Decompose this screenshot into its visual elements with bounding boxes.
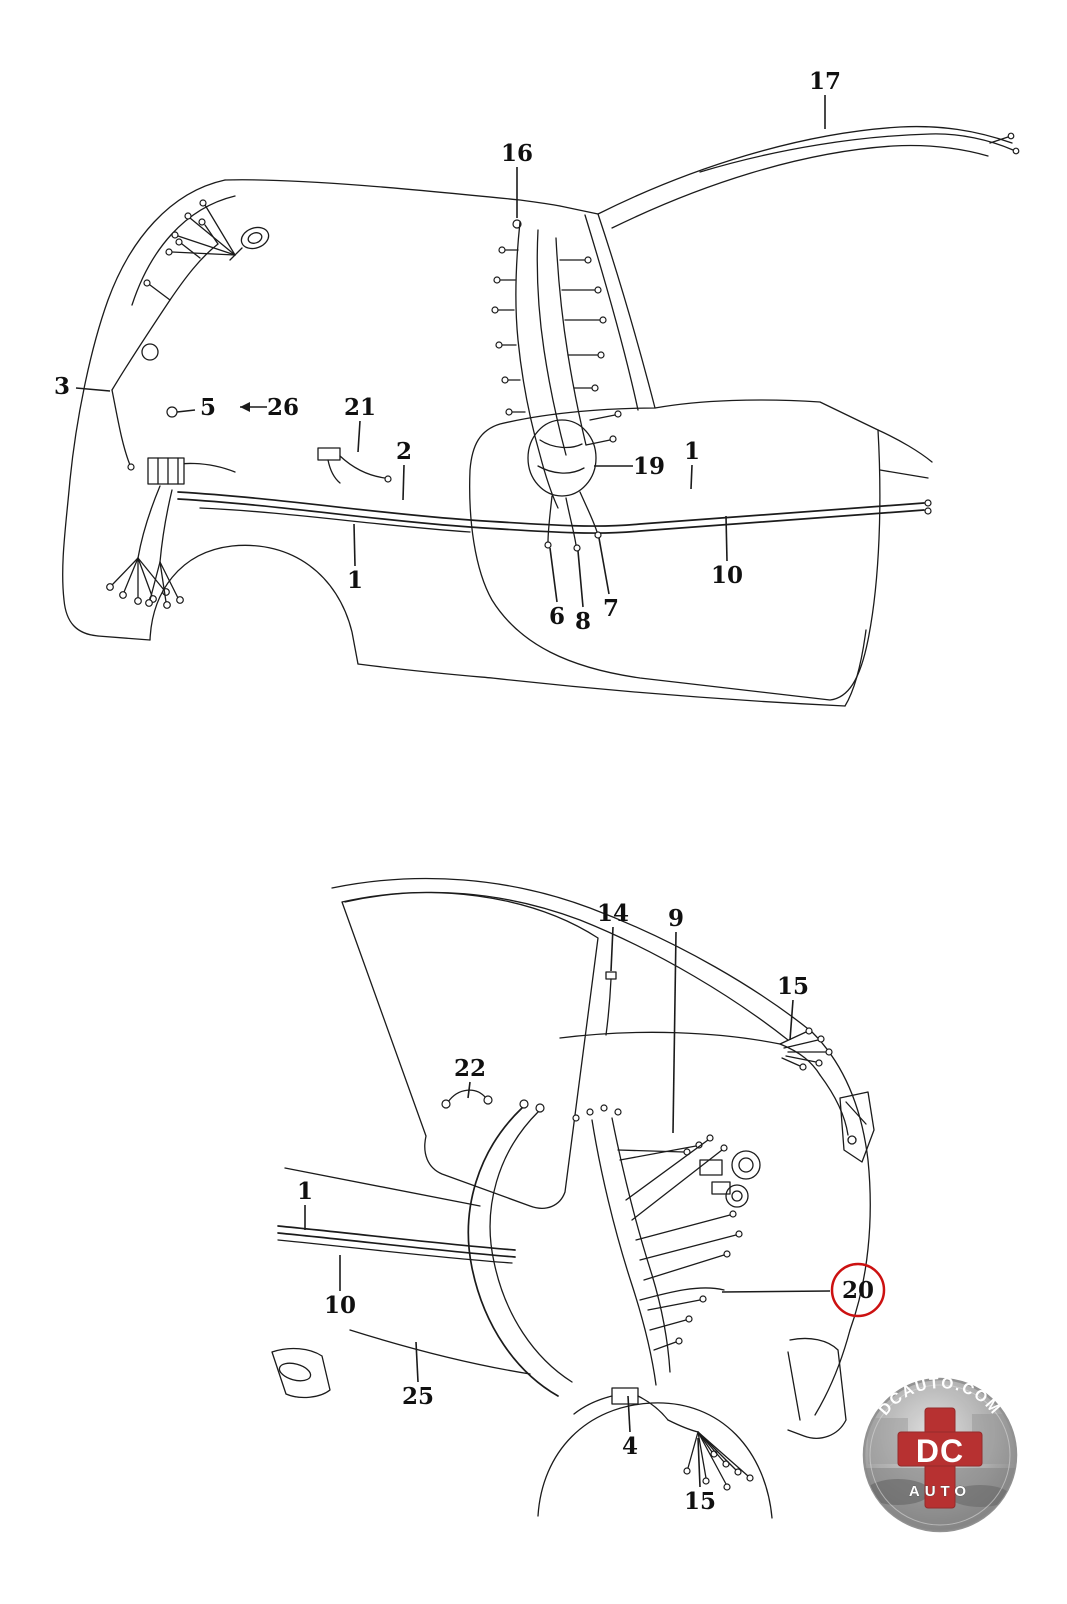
roof-harness-wire bbox=[699, 133, 1014, 173]
round-component bbox=[731, 1150, 761, 1180]
callout-leader-3 bbox=[75, 387, 111, 392]
grommet bbox=[141, 343, 159, 361]
watermark-cross-horizontal bbox=[897, 1431, 983, 1467]
item-20-wire bbox=[639, 1287, 725, 1301]
callout-leader-8 bbox=[577, 550, 584, 608]
callout-leader-2 bbox=[402, 464, 405, 501]
grommet bbox=[725, 1184, 749, 1208]
item-22-wire bbox=[441, 1089, 493, 1109]
rear-window bbox=[341, 892, 599, 1209]
callout-leader-20 bbox=[721, 1290, 831, 1293]
callout-label-14: 14 bbox=[597, 900, 629, 927]
callout-leader-15 bbox=[697, 1437, 701, 1488]
engine-bay-harness-cluster bbox=[572, 1104, 761, 1491]
callout-label-25: 25 bbox=[402, 1383, 434, 1410]
car-front-body-outline bbox=[62, 179, 933, 707]
callout-leader-1 bbox=[690, 464, 693, 490]
callout-label-1: 1 bbox=[684, 438, 700, 465]
callout-label-3: 3 bbox=[54, 373, 70, 400]
callout-label-26: 26 bbox=[267, 394, 299, 421]
callout-leader-15 bbox=[789, 999, 794, 1041]
car-rear-body-outline bbox=[271, 877, 875, 1519]
callout-label-6: 6 bbox=[549, 603, 565, 630]
front-trunk-harness bbox=[106, 199, 270, 609]
callout-label-1: 1 bbox=[297, 1178, 313, 1205]
callout-leader-10 bbox=[725, 515, 728, 562]
callout-label-10: 10 bbox=[711, 562, 743, 589]
callout-arrowhead-26 bbox=[240, 402, 250, 412]
callout-leader-4 bbox=[627, 1395, 631, 1433]
roof-clip bbox=[605, 971, 617, 980]
callout-label-19: 19 bbox=[633, 453, 665, 480]
callout-label-7: 7 bbox=[603, 595, 619, 622]
callout-label-5: 5 bbox=[200, 394, 216, 421]
rear-roof-harness bbox=[559, 971, 849, 1136]
callout-leader-1 bbox=[353, 523, 356, 567]
callout-leader-25 bbox=[415, 1341, 419, 1383]
callout-label-20: 20 bbox=[842, 1277, 874, 1304]
callout-label-10: 10 bbox=[324, 1292, 356, 1319]
center-harness-cluster bbox=[491, 219, 622, 552]
callout-label-2: 2 bbox=[396, 438, 412, 465]
watermark-initials: DC bbox=[916, 1433, 964, 1469]
ignition-switch bbox=[240, 226, 270, 250]
callout-leader-22 bbox=[467, 1081, 471, 1099]
callout-label-15: 15 bbox=[684, 1488, 716, 1515]
callout-label-8: 8 bbox=[575, 608, 591, 635]
callout-label-22: 22 bbox=[454, 1055, 486, 1082]
callout-label-21: 21 bbox=[344, 394, 376, 421]
relay bbox=[699, 1159, 723, 1176]
callout-leader-9 bbox=[672, 931, 677, 1134]
callout-leader-7 bbox=[598, 537, 610, 595]
rear-body-diagram bbox=[271, 877, 875, 1519]
item-21-wire bbox=[317, 447, 392, 484]
connector-block bbox=[611, 1387, 639, 1405]
callout-leader-5 bbox=[176, 409, 196, 413]
watermark-badge: DCAUTO.COM DC AUTO bbox=[862, 1375, 1018, 1533]
callout-label-1: 1 bbox=[347, 567, 363, 594]
watermark-word: AUTO bbox=[909, 1483, 971, 1500]
callout-label-16: 16 bbox=[501, 140, 533, 167]
callout-leader-21 bbox=[357, 420, 361, 453]
callout-label-15: 15 bbox=[777, 973, 809, 1000]
item-5-connector bbox=[166, 406, 178, 418]
main-floor-harness bbox=[177, 469, 932, 534]
callout-label-9: 9 bbox=[668, 905, 684, 932]
front-body-diagram bbox=[62, 125, 1020, 707]
callout-label-17: 17 bbox=[809, 68, 841, 95]
callout-label-4: 4 bbox=[622, 1433, 638, 1460]
highlight-circle-20 bbox=[830, 1262, 886, 1318]
callout-leader-14 bbox=[610, 926, 614, 972]
rear-harness-loop bbox=[467, 1099, 573, 1397]
callout-leader-6 bbox=[549, 547, 558, 603]
harness-bundle bbox=[527, 419, 597, 497]
roofline bbox=[597, 125, 1020, 229]
